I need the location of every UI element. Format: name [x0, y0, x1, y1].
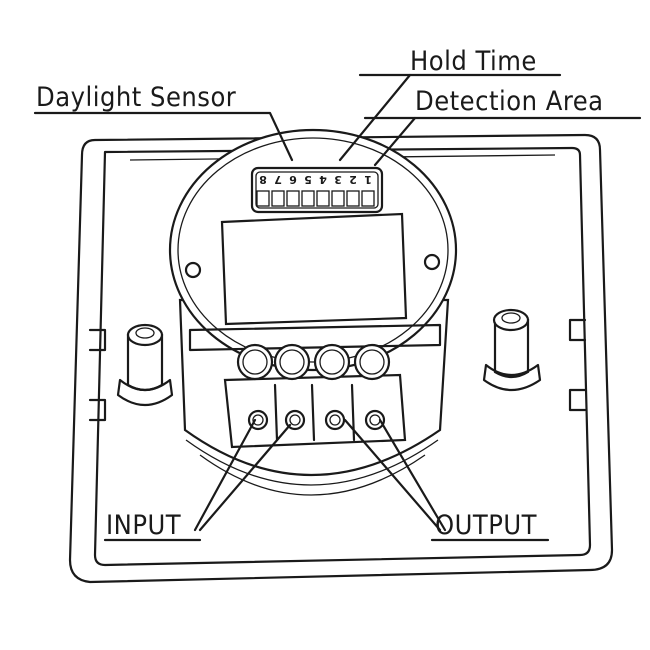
dip-switch-slot	[346, 190, 360, 207]
dip-switch-number: 1	[364, 173, 372, 186]
mounting-post-right	[482, 308, 542, 391]
dip-switch-slot	[301, 190, 315, 207]
mounting-post-left	[116, 323, 174, 407]
dip-switch-slot	[256, 190, 270, 207]
label-output: OUTPUT	[435, 510, 537, 541]
dip-switch-number: 6	[289, 173, 297, 186]
terminal-hole	[284, 409, 306, 431]
dip-switch-number: 2	[349, 173, 357, 186]
dip-switch-number: 3	[334, 173, 342, 186]
dip-switch-slot	[271, 190, 285, 207]
leader-lines	[33, 73, 642, 542]
terminal-hole	[364, 409, 386, 431]
label-detection-area: Detection Area	[415, 86, 604, 117]
dip-switch-slot	[331, 190, 345, 207]
label-daylight-sensor: Daylight Sensor	[36, 82, 236, 113]
label-input: INPUT	[106, 510, 181, 541]
dip-switch-number: 5	[304, 173, 312, 186]
dip-switch-slot	[316, 190, 330, 207]
label-hold-time: Hold Time	[410, 46, 537, 77]
dip-switch-number: 8	[259, 173, 267, 186]
terminal-block	[223, 343, 407, 449]
lens-window	[220, 212, 408, 326]
terminal-hole	[247, 409, 269, 431]
dip-switch-slot	[286, 190, 300, 207]
dip-switch-number: 7	[274, 173, 282, 186]
dip-switch-slot	[361, 190, 375, 207]
dip-switch-number: 4	[319, 173, 327, 186]
